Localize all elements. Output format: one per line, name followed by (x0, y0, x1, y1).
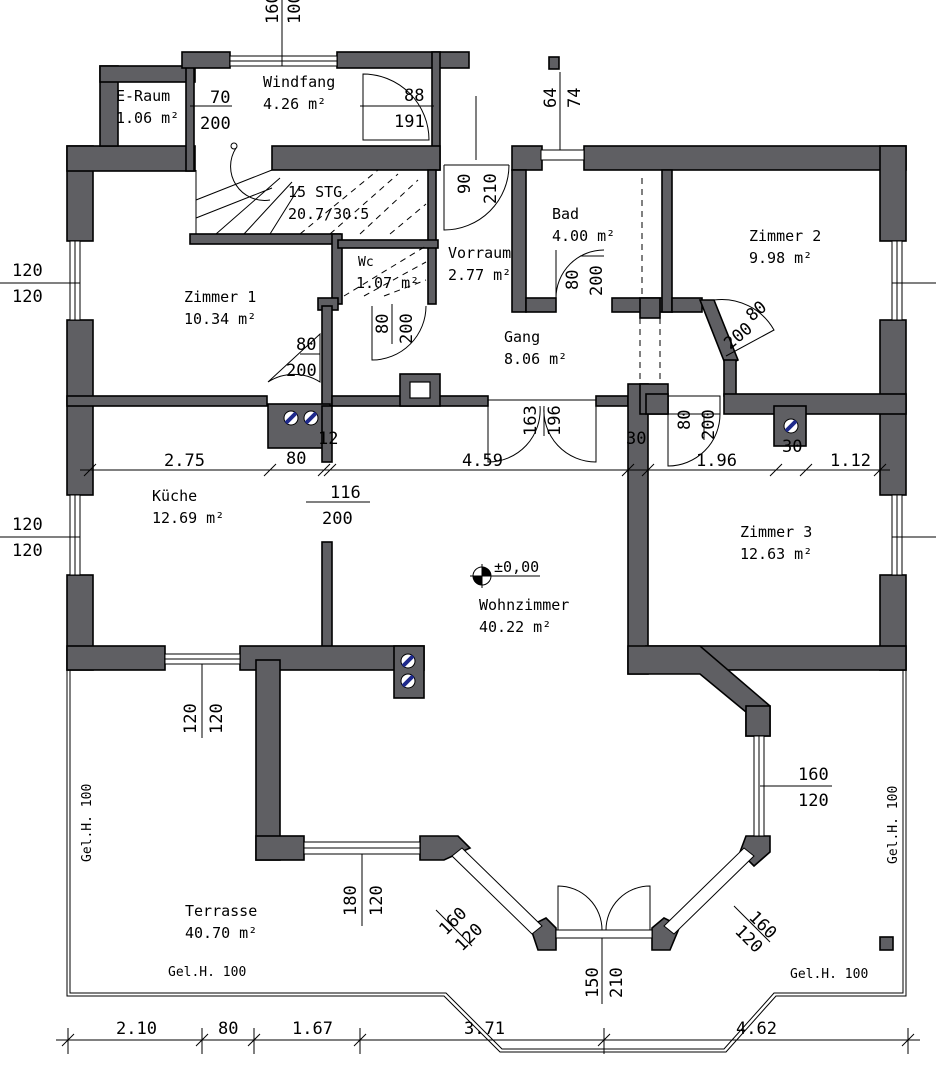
room-area-kueche: 12.69 m² (152, 509, 224, 527)
room-area-zimmer1: 10.34 m² (184, 310, 256, 328)
dim-mid-4: 30 (626, 429, 646, 449)
dim-mid-5: 1.96 (696, 451, 737, 471)
room-area-zimmer3: 12.63 m² (740, 545, 812, 563)
level-marker-label: ±0,00 (494, 558, 539, 576)
opening-z1-door-b: 200 (286, 361, 317, 381)
room-name-stg: 15 STG (288, 183, 342, 201)
opening-z3-door-a: 80 (675, 410, 695, 430)
opening-vorraum-a: 90 (455, 174, 475, 194)
opening-bay-right-b: 120 (798, 791, 829, 811)
terrace-outline (66, 670, 907, 1053)
opening-wc-door-b: 200 (397, 313, 417, 344)
dim-mid-2: 12 (318, 429, 338, 449)
room-name-wc: Wc (358, 255, 374, 270)
room-name-eraum: E-Raum (116, 87, 170, 105)
room-name-zimmer2: Zimmer 2 (749, 227, 821, 245)
room-area-eraum: 1.06 m² (116, 109, 179, 127)
railing-label-bottom-right: Gel.H. 100 (790, 967, 868, 982)
opening-kueche-win-a: 120 (181, 703, 201, 734)
room-area-gang: 8.06 m² (504, 350, 567, 368)
dim-bottom-3: 3.71 (464, 1019, 505, 1039)
opening-kueche-door-a: 116 (330, 483, 361, 503)
room-area-stg: 20.7/30.5 (288, 205, 369, 223)
room-area-windfang: 4.26 m² (263, 95, 326, 113)
opening-z1-door-a: 80 (296, 335, 316, 355)
dim-mid-0: 2.75 (164, 451, 205, 471)
opening-windfang-a: 88 (404, 86, 424, 106)
room-name-kueche: Küche (152, 487, 197, 505)
opening-top-b: 100 (285, 0, 305, 24)
opening-left-win1-a: 120 (12, 261, 43, 281)
dim-mid-3: 4.59 (462, 451, 503, 471)
room-name-vorraum: Vorraum (448, 244, 511, 262)
opening-eraum-a: 70 (210, 88, 230, 108)
dashed-lines (639, 178, 661, 384)
dim-bottom-0: 2.10 (116, 1019, 157, 1039)
room-name-zimmer3: Zimmer 3 (740, 523, 812, 541)
railing-label-left: Gel.H. 100 (80, 784, 95, 862)
room-name-gang: Gang (504, 328, 540, 346)
railing-label-bottom-left: Gel.H. 100 (168, 965, 246, 980)
opening-kueche-win-b: 120 (207, 703, 227, 734)
opening-top-a: 160 (263, 0, 283, 24)
opening-bay-door-a: 150 (583, 967, 603, 998)
dim-mid-7: 1.12 (830, 451, 871, 471)
opening-kueche-door-b: 200 (322, 509, 353, 529)
dim-bottom-4: 4.62 (736, 1019, 777, 1039)
opening-gang-door-b: 196 (545, 405, 565, 436)
room-name-windfang: Windfang (263, 73, 335, 91)
dim-mid-1: 80 (286, 449, 306, 469)
opening-z2-door-a: 80 (742, 297, 771, 325)
dim-mid-6: 30 (782, 437, 802, 457)
opening-wc-door-a: 80 (373, 314, 393, 334)
railing-label-right: Gel.H. 100 (886, 786, 901, 864)
room-area-terrasse: 40.70 m² (185, 924, 257, 942)
room-name-zimmer1: Zimmer 1 (184, 288, 256, 306)
room-name-terrasse: Terrasse (185, 902, 257, 920)
opening-bad-door-b: 200 (587, 265, 607, 296)
opening-bad-win-b: 74 (565, 88, 585, 108)
opening-bad-door-a: 80 (563, 270, 583, 290)
opening-bay-door-b: 210 (607, 967, 627, 998)
room-name-bad: Bad (552, 205, 579, 223)
room-area-bad: 4.00 m² (552, 227, 615, 245)
room-area-zimmer2: 9.98 m² (749, 249, 812, 267)
opening-vorraum-b: 210 (481, 173, 501, 204)
opening-left-win2-b: 120 (12, 541, 43, 561)
opening-windfang-b: 191 (394, 112, 425, 132)
opening-gang-door-a: 163 (521, 405, 541, 436)
opening-left-win2-a: 120 (12, 515, 43, 535)
opening-wohn-win-b: 120 (367, 885, 387, 916)
opening-wohn-win-a: 180 (341, 885, 361, 916)
room-area-wc: 1.07 m² (356, 274, 419, 292)
opening-z3-door-b: 200 (699, 409, 719, 440)
room-name-wohnzimmer: Wohnzimmer (479, 596, 569, 614)
windows (69, 55, 903, 939)
opening-left-win1-b: 120 (12, 287, 43, 307)
chimney-flues (283, 410, 799, 689)
room-area-vorraum: 2.77 m² (448, 266, 511, 284)
room-area-wohnzimmer: 40.22 m² (479, 618, 551, 636)
opening-bay-right-a: 160 (798, 765, 829, 785)
opening-eraum-b: 200 (200, 114, 231, 134)
dim-bottom-2: 1.67 (292, 1019, 333, 1039)
dim-bottom-1: 80 (218, 1019, 238, 1039)
stairs (195, 142, 427, 297)
doors (267, 73, 775, 931)
opening-bad-win-a: 64 (541, 88, 561, 108)
